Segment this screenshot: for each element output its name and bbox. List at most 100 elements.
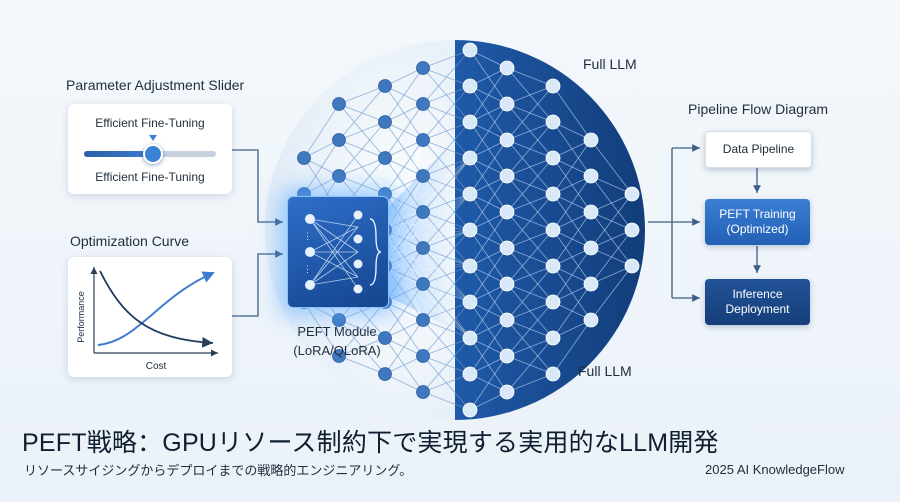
network-edge xyxy=(506,67,554,87)
network-node xyxy=(462,78,478,94)
pipeline-step-1-line1: Data Pipeline xyxy=(722,142,795,156)
peft-beam-edge xyxy=(387,239,424,321)
network-node xyxy=(545,186,561,202)
peft-beam-edge xyxy=(387,229,471,257)
network-node xyxy=(499,168,515,184)
full-llm-label-top: Full LLM xyxy=(583,56,637,72)
network-edge xyxy=(506,337,554,393)
network-edge xyxy=(384,247,424,267)
network-edge xyxy=(552,175,592,231)
network-node xyxy=(416,97,430,111)
network-edge xyxy=(384,247,424,303)
network-node xyxy=(378,331,392,345)
peft-beam-edge xyxy=(387,265,471,273)
peft-module-variant: (LoRA/QLoRA) xyxy=(293,343,381,358)
network-node xyxy=(416,133,430,147)
svg-text:⋮: ⋮ xyxy=(303,264,312,274)
network-node xyxy=(462,186,478,202)
peft-beam-edge xyxy=(387,193,471,257)
slider-bottom-label: Efficient Fine-Tuning xyxy=(95,170,205,184)
network-edge xyxy=(338,337,386,357)
peft-beam-edge xyxy=(387,239,471,267)
credit-text: 2025 AI KnowledgeFlow xyxy=(705,462,845,477)
network-edge xyxy=(590,265,633,285)
network-node xyxy=(462,294,478,310)
optimization-curve-plot: Performance Cost xyxy=(76,267,218,372)
pipeline-step-inference-deployment: Inference Deployment xyxy=(705,279,810,325)
network-edge xyxy=(552,85,592,141)
network-node xyxy=(545,150,561,166)
network-node xyxy=(462,42,478,58)
page-subtitle: リソースサイジングからデプロイまでの戦略的エンジニアリング。 xyxy=(24,463,413,478)
network-edge xyxy=(384,103,424,123)
network-edge xyxy=(384,67,424,123)
network-node xyxy=(332,313,346,327)
pipeline-step-data-pipeline: Data Pipeline xyxy=(705,131,812,168)
network-node xyxy=(462,222,478,238)
network-edge xyxy=(422,157,471,177)
peft-beam-edge xyxy=(387,221,471,231)
network-edge xyxy=(422,49,471,69)
peft-beam-edge xyxy=(387,221,471,303)
network-node xyxy=(416,169,430,183)
network-node xyxy=(332,97,346,111)
slider-top-label: Efficient Fine-Tuning xyxy=(95,116,205,130)
peft-module-name: PEFT Module xyxy=(297,324,377,339)
network-edge xyxy=(469,211,508,267)
peft-beam-edge xyxy=(387,239,424,285)
page-title: PEFT戦略：GPUリソース制約下で実現する実用的なLLM開発 xyxy=(22,429,719,457)
full-llm-label-bottom: Full LLM xyxy=(578,363,632,379)
network-edge xyxy=(469,139,508,195)
slider-fill xyxy=(84,151,153,157)
network-edge xyxy=(590,193,633,249)
network-edge xyxy=(338,85,386,141)
network-edge xyxy=(422,391,471,411)
network-node xyxy=(378,151,392,165)
network-edge xyxy=(590,265,633,321)
network-node xyxy=(624,222,640,238)
network-edge xyxy=(303,139,340,195)
network-edge xyxy=(384,103,424,159)
network-edge xyxy=(590,139,633,195)
network-edge xyxy=(506,229,554,285)
network-edge xyxy=(338,121,386,141)
network-edge xyxy=(469,247,508,303)
curve-card: Performance Cost xyxy=(68,257,232,377)
network-edge xyxy=(469,67,508,123)
network-edge xyxy=(422,49,471,105)
network-node xyxy=(545,294,561,310)
network-edge xyxy=(422,157,471,213)
pipeline-step-2-line2: (Optimized) xyxy=(726,222,789,236)
peft-beam-edge xyxy=(387,157,471,241)
network-node xyxy=(416,241,430,255)
network-edge xyxy=(422,193,471,249)
network-node xyxy=(499,60,515,76)
network-edge xyxy=(422,265,471,285)
peft-beam-edge xyxy=(387,221,424,285)
pipeline-step-peft-training: PEFT Training (Optimized) xyxy=(705,199,810,245)
peft-beam-edge xyxy=(387,239,471,303)
peft-beam-edge xyxy=(387,255,424,321)
network-edge xyxy=(384,355,424,375)
svg-text:⋮: ⋮ xyxy=(303,231,312,241)
network-edge xyxy=(422,337,471,357)
network-edge xyxy=(384,319,424,375)
network-edge xyxy=(469,319,508,375)
peft-beam-edge xyxy=(387,139,424,223)
network-node xyxy=(624,258,640,274)
network-node xyxy=(462,330,478,346)
network-node xyxy=(545,222,561,238)
network-node xyxy=(462,366,478,382)
network-edge xyxy=(506,85,554,105)
network-edge xyxy=(422,301,471,357)
network-node xyxy=(416,313,430,327)
network-edge xyxy=(552,211,592,267)
network-node xyxy=(378,367,392,381)
network-edge xyxy=(384,175,424,195)
peft-beam-edge xyxy=(387,175,424,273)
peft-beam-edge xyxy=(387,271,471,339)
network-edge xyxy=(422,229,471,249)
peft-beam xyxy=(385,140,455,330)
network-edge xyxy=(384,319,424,339)
slider-thumb[interactable] xyxy=(142,144,163,164)
